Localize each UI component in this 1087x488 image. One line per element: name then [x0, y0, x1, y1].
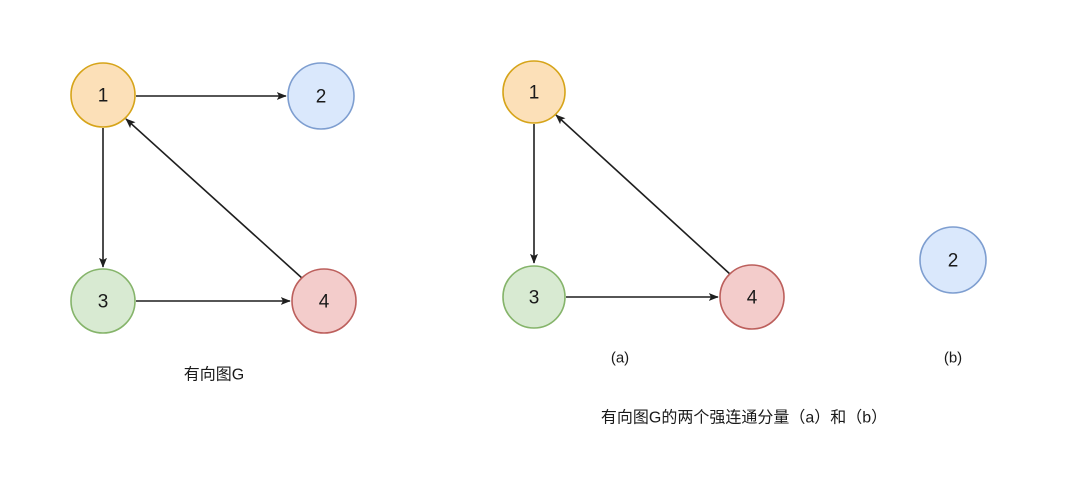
node-graph-g-1[interactable]: 1	[70, 62, 136, 128]
node-circle[interactable]	[70, 268, 136, 334]
node-label: 1	[98, 86, 109, 107]
node-scc-b-2[interactable]: 2	[919, 226, 987, 294]
node-label: 3	[529, 288, 540, 309]
node-graph-g-2[interactable]: 2	[287, 62, 355, 130]
edge-4-to-1	[125, 118, 304, 280]
node-circle[interactable]	[719, 264, 785, 330]
node-scc-a-1[interactable]: 1	[502, 60, 566, 124]
panel-caption-graph-g: 有向图G	[184, 366, 244, 384]
edge-4-to-1	[555, 114, 732, 276]
node-label: 1	[529, 83, 540, 104]
panel-scc-b: 2 (b)	[919, 226, 987, 367]
node-scc-a-3[interactable]: 3	[502, 265, 566, 329]
node-label: 2	[948, 251, 959, 272]
node-circle[interactable]	[70, 62, 136, 128]
panel-caption-scc-b: (b)	[944, 350, 962, 367]
bottom-caption: 有向图G的两个强连通分量（a）和（b）	[601, 409, 887, 427]
node-graph-g-3[interactable]: 3	[70, 268, 136, 334]
node-circle[interactable]	[287, 62, 355, 130]
panel-graph-g: 1 2 3 4 有向图G	[70, 62, 357, 384]
node-circle[interactable]	[502, 60, 566, 124]
edge-group-graph-g	[99, 92, 304, 305]
node-label: 4	[319, 292, 330, 313]
panel-caption-scc-a: (a)	[611, 350, 629, 367]
node-circle[interactable]	[502, 265, 566, 329]
edge-group-scc-a	[530, 114, 732, 301]
node-label: 4	[747, 288, 758, 309]
panel-scc-a: 1 3 4 (a)	[502, 60, 785, 367]
node-circle[interactable]	[291, 268, 357, 334]
node-graph-g-4[interactable]: 4	[291, 268, 357, 334]
node-label: 3	[98, 292, 109, 313]
node-label: 2	[316, 87, 327, 108]
node-circle[interactable]	[919, 226, 987, 294]
node-scc-a-4[interactable]: 4	[719, 264, 785, 330]
